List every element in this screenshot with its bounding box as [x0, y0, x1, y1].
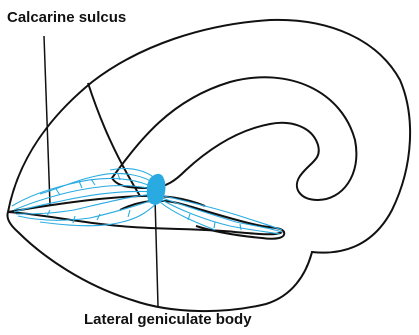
hemisphere-outline	[7, 20, 410, 311]
calcarine-leader	[44, 36, 50, 205]
lgb-leader	[155, 198, 158, 306]
lateral-geniculate-body	[147, 174, 165, 204]
lateral-geniculate-body-label: Lateral geniculate body	[84, 312, 252, 327]
calcarine-sulcus-label: Calcarine sulcus	[7, 10, 126, 25]
